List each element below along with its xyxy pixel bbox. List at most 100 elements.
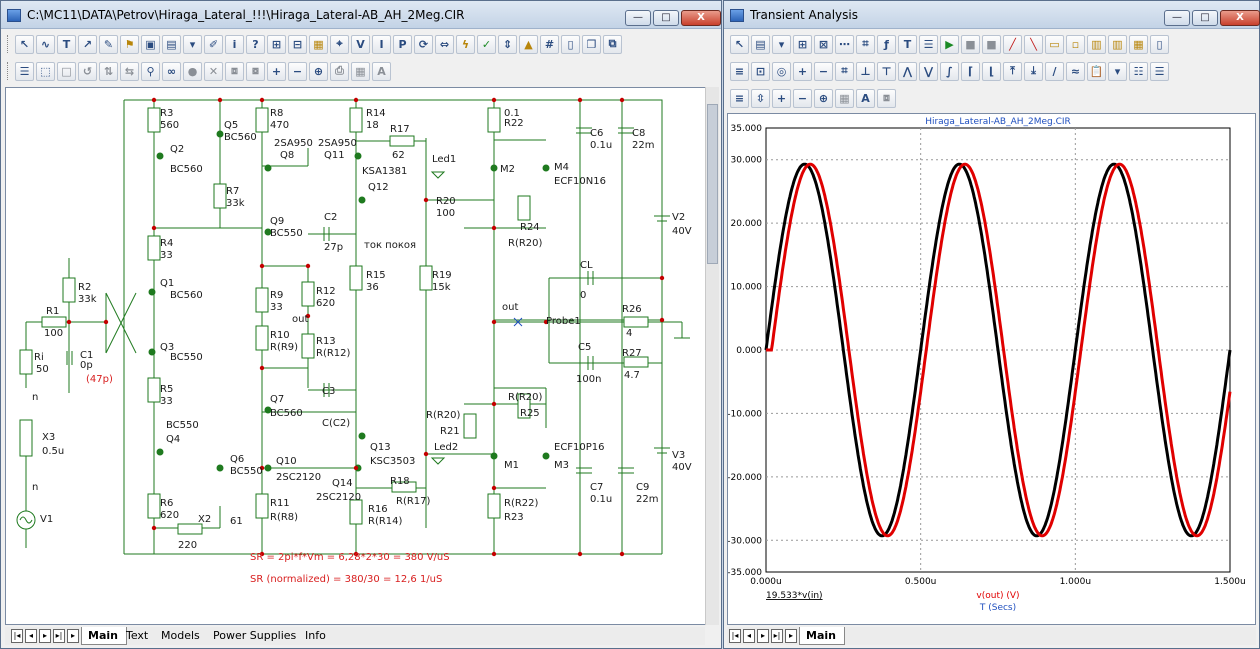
select-mode-icon[interactable]: ↖: [15, 34, 34, 54]
pin-icon[interactable]: ✐: [204, 34, 223, 54]
slope-icon[interactable]: ╲: [1024, 34, 1043, 54]
schematic-titlebar[interactable]: C:\MC11\DATA\Petrov\Hiraga_Lateral_!!!\H…: [1, 1, 721, 29]
plot-icon[interactable]: ▥: [1087, 34, 1106, 54]
tokens-icon[interactable]: ⌗: [835, 61, 854, 81]
group-icon[interactable]: ⧈: [225, 61, 244, 81]
peak-cursor-icon[interactable]: ⊥: [856, 61, 875, 81]
zoom-fit-icon[interactable]: ⊕: [814, 88, 833, 108]
tab-scroll-icon[interactable]: ▸: [785, 629, 797, 643]
zoom-in-icon[interactable]: +: [772, 88, 791, 108]
pin-connections-icon[interactable]: ⊟: [288, 34, 307, 54]
box-icon[interactable]: □: [57, 61, 76, 81]
tab-main[interactable]: Main: [81, 627, 127, 645]
close-button[interactable]: X: [681, 10, 721, 26]
tab-text[interactable]: Text: [126, 629, 149, 642]
bottom-icon[interactable]: ⤓: [1024, 61, 1043, 81]
flag-icon[interactable]: ⚑: [120, 34, 139, 54]
high-icon[interactable]: ⋀: [898, 61, 917, 81]
zoom-out-icon[interactable]: −: [793, 88, 812, 108]
zoom-out-icon[interactable]: −: [288, 61, 307, 81]
font-icon[interactable]: A: [372, 61, 391, 81]
dropdown-icon[interactable]: ▾: [1108, 61, 1127, 81]
maximize-button[interactable]: □: [653, 10, 679, 26]
schematic-vscrollbar[interactable]: [705, 87, 719, 625]
zoom-in-icon[interactable]: +: [267, 61, 286, 81]
minimize-button[interactable]: —: [1164, 10, 1190, 26]
wire-icon[interactable]: ∿: [36, 34, 55, 54]
clipboard-icon[interactable]: 📋: [1087, 61, 1106, 81]
chip-icon[interactable]: ▤: [751, 34, 770, 54]
current-icon[interactable]: I: [372, 34, 391, 54]
zoom-in-icon[interactable]: +: [793, 61, 812, 81]
last-tab-icon[interactable]: ▸|: [771, 629, 783, 643]
top-icon[interactable]: ⤒: [1003, 61, 1022, 81]
font-icon[interactable]: A: [856, 88, 875, 108]
page-icon[interactable]: ▯: [1150, 34, 1169, 54]
rotate-ccw-icon[interactable]: ↺: [78, 61, 97, 81]
warning-icon[interactable]: ▲: [519, 34, 538, 54]
close-button[interactable]: X: [1220, 10, 1260, 26]
fit-icon[interactable]: ⇳: [751, 88, 770, 108]
maximize-button[interactable]: □: [1192, 10, 1218, 26]
ungroup-icon[interactable]: ⧇: [246, 61, 265, 81]
first-tab-icon[interactable]: |◂: [729, 629, 741, 643]
copy-page-icon[interactable]: ❐: [582, 34, 601, 54]
tab-power-supplies[interactable]: Power Supplies: [213, 629, 297, 642]
global-high-icon[interactable]: ⌈: [961, 61, 980, 81]
grid-toggle-icon[interactable]: ▦: [309, 34, 328, 54]
select-mode-icon[interactable]: ↖: [730, 34, 749, 54]
inflection-icon[interactable]: ∫: [940, 61, 959, 81]
data-points-icon[interactable]: ⋯: [835, 34, 854, 54]
formula-icon[interactable]: ƒ: [877, 34, 896, 54]
properties-icon[interactable]: ☰: [15, 61, 34, 81]
lightning-icon[interactable]: ϟ: [456, 34, 475, 54]
print-icon[interactable]: ⎙: [330, 61, 349, 81]
plot3-icon[interactable]: ▦: [1129, 34, 1148, 54]
binoculars-icon[interactable]: ∞: [162, 61, 181, 81]
minimize-button[interactable]: —: [625, 10, 651, 26]
zoom-circle-icon[interactable]: ◎: [772, 61, 791, 81]
window-icon[interactable]: ⧉: [603, 34, 622, 54]
transient-titlebar[interactable]: Transient Analysis — □ X: [724, 1, 1260, 29]
auto-scale-icon[interactable]: ⊠: [814, 34, 833, 54]
vscroll-thumb[interactable]: [707, 104, 718, 264]
grid-icon[interactable]: ▦: [835, 88, 854, 108]
tab-info[interactable]: Info: [305, 629, 326, 642]
pause-icon[interactable]: ■: [982, 34, 1001, 54]
bars-icon[interactable]: ≡: [730, 61, 749, 81]
find-icon[interactable]: ⚲: [141, 61, 160, 81]
properties-icon[interactable]: ☰: [919, 34, 938, 54]
tab-models[interactable]: Models: [161, 629, 200, 642]
last-tab-icon[interactable]: ▸|: [53, 629, 65, 643]
info-icon[interactable]: i: [225, 34, 244, 54]
prev-tab-icon[interactable]: ◂: [743, 629, 755, 643]
zoom-fit-icon[interactable]: ⊕: [309, 61, 328, 81]
text-tool-icon[interactable]: T: [898, 34, 917, 54]
wave-icon[interactable]: ≈: [1066, 61, 1085, 81]
region-select-icon[interactable]: ⬚: [36, 61, 55, 81]
low-icon[interactable]: ⋁: [919, 61, 938, 81]
list-icon[interactable]: ☰: [1150, 61, 1169, 81]
slope-icon[interactable]: ∕: [1045, 61, 1064, 81]
stop-icon[interactable]: ●: [183, 61, 202, 81]
mirror-h-icon[interactable]: ⇆: [120, 61, 139, 81]
mirror-icon[interactable]: ⇕: [498, 34, 517, 54]
power-icon[interactable]: P: [393, 34, 412, 54]
bars-icon[interactable]: ≡: [730, 88, 749, 108]
pen-icon[interactable]: ✎: [99, 34, 118, 54]
draw-wire-icon[interactable]: ↗: [78, 34, 97, 54]
peak-icon[interactable]: ╱: [1003, 34, 1022, 54]
help-icon[interactable]: ?: [246, 34, 265, 54]
cancel-icon[interactable]: ✕: [204, 61, 223, 81]
cursor-align-icon[interactable]: ▫: [1066, 34, 1085, 54]
flip-x-icon[interactable]: ⇔: [435, 34, 454, 54]
stop-icon[interactable]: ■: [961, 34, 980, 54]
check-icon[interactable]: ✓: [477, 34, 496, 54]
tab-main[interactable]: Main: [799, 627, 845, 645]
component-icon[interactable]: ▣: [141, 34, 160, 54]
scale-icon[interactable]: ⊞: [793, 34, 812, 54]
valley-cursor-icon[interactable]: ⊤: [877, 61, 896, 81]
group-icon[interactable]: ⧈: [877, 88, 896, 108]
